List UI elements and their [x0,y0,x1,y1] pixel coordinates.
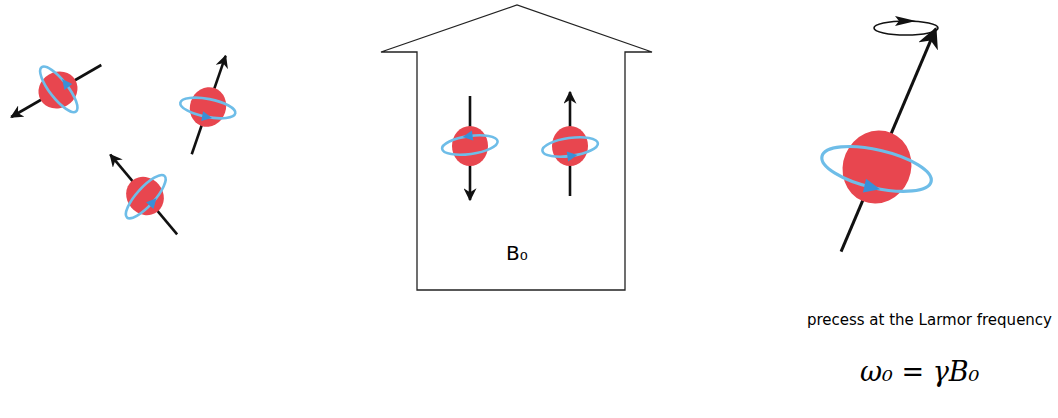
spin-random-1 [0,39,116,142]
precession-orbit [874,16,938,35]
precessing-spin [788,6,991,275]
equation: ω₀ = γB₀ [860,356,979,387]
spin-down [440,96,499,200]
field-label: B₀ [506,241,528,265]
spin-random-3 [88,135,200,252]
caption-text: precess at the Larmor frequency [807,311,1052,329]
spin-up [541,92,600,196]
field-arrow: B₀ [381,5,653,291]
spin-random-2 [164,47,253,164]
